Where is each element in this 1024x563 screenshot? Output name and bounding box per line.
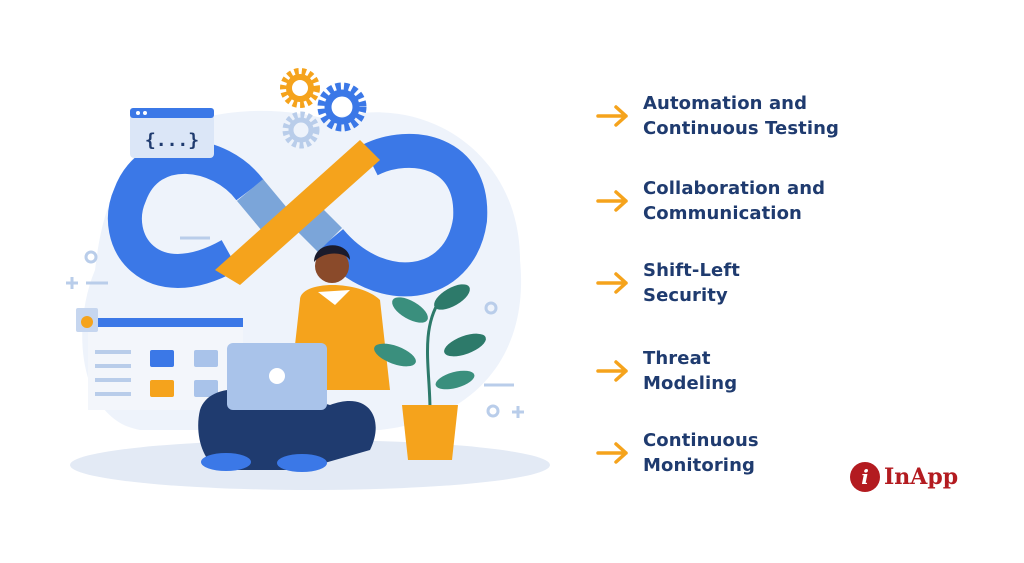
item-line-1: Threat bbox=[643, 348, 711, 369]
orange-arrow-band bbox=[215, 140, 380, 285]
logo-text: InApp bbox=[884, 464, 959, 490]
infinity-loop bbox=[108, 133, 488, 297]
svg-text:i: i bbox=[861, 465, 869, 489]
item-line-2: Continuous Testing bbox=[643, 118, 840, 139]
potted-plant bbox=[374, 284, 486, 460]
decorative-marks bbox=[66, 236, 524, 418]
item-line-1: Collaboration and bbox=[643, 178, 826, 199]
folder-icon bbox=[194, 380, 218, 397]
item-line-2: Security bbox=[643, 285, 728, 306]
logo-mark-icon: i bbox=[850, 462, 880, 492]
inapp-logo: i InApp bbox=[849, 461, 958, 493]
code-window-text: {...} bbox=[145, 130, 199, 151]
file-window bbox=[76, 308, 243, 410]
arrow-right-icon bbox=[596, 442, 628, 464]
arrow-right-icon bbox=[596, 105, 628, 127]
item-line-2: Modeling bbox=[643, 373, 738, 394]
gear-icon bbox=[280, 68, 320, 108]
arrow-right-icon bbox=[596, 190, 628, 212]
gear-icon bbox=[282, 111, 320, 149]
code-window: {...} bbox=[130, 108, 214, 158]
gear-icon bbox=[317, 82, 367, 132]
arrow-right-icon bbox=[596, 272, 628, 294]
item-line-1: Continuous bbox=[643, 430, 759, 451]
person bbox=[198, 245, 390, 472]
folder-icon bbox=[150, 350, 174, 367]
item-line-1: Shift-Left bbox=[643, 260, 740, 281]
item-line-1: Automation and bbox=[643, 93, 808, 114]
item-line-2: Monitoring bbox=[643, 455, 755, 476]
folder-icon bbox=[150, 380, 174, 397]
devops-illustration: {...} bbox=[66, 68, 550, 490]
item-line-2: Communication bbox=[643, 203, 802, 224]
folder-icon bbox=[194, 350, 218, 367]
arrow-right-icon bbox=[596, 360, 628, 382]
